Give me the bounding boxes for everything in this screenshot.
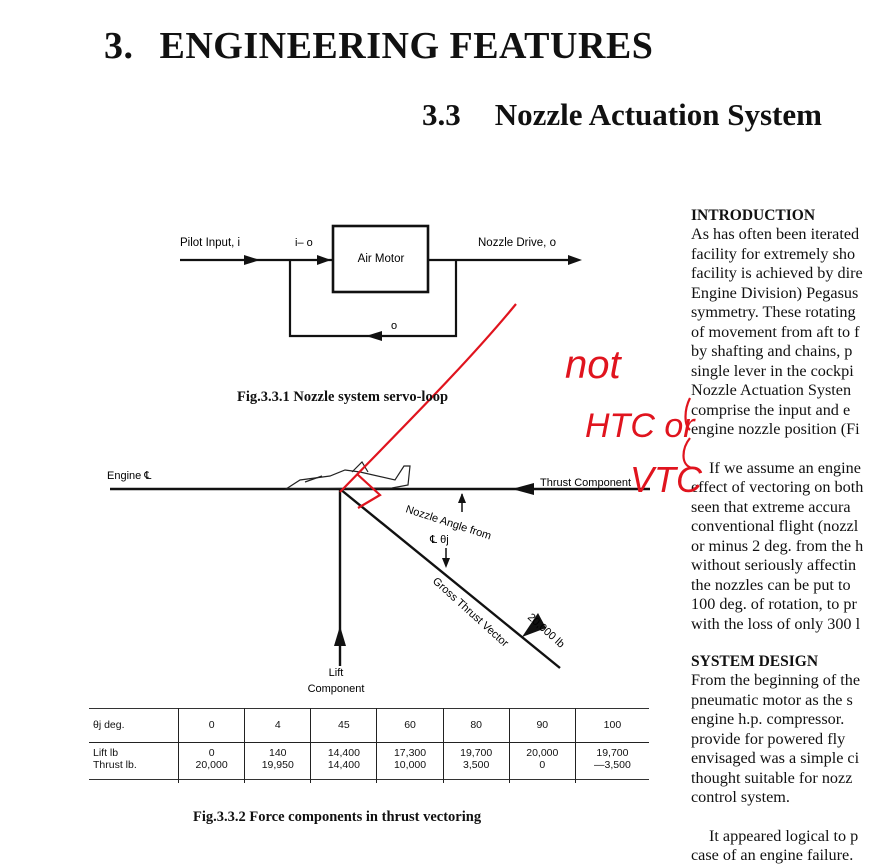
- text-line: with the loss of only 300 l: [691, 614, 861, 633]
- text-line: comprise the input and e: [691, 400, 851, 419]
- text-line: conventional flight (nozzl: [691, 517, 859, 536]
- text-line: by shafting and chains, p: [691, 342, 853, 361]
- table-cell: 14,400: [310, 759, 377, 783]
- text-line: facility is achieved by dire: [691, 264, 863, 283]
- table-cell: 14,400: [310, 742, 377, 759]
- text-line: engine nozzle position (Fi: [691, 419, 860, 438]
- text-line: 100 deg. of rotation, to pr: [691, 595, 857, 614]
- thrust-vector-diagram: [110, 487, 650, 669]
- pilot-input-label: Pilot Input, i: [180, 237, 240, 249]
- table-cell: 19,700: [574, 742, 649, 759]
- figure-1-caption: Fig.3.3.1 Nozzle system servo-loop: [237, 389, 449, 405]
- lift-label: Lift: [329, 667, 344, 679]
- introduction-heading: INTRODUCTION: [691, 207, 816, 224]
- text-line: pneumatic motor as the s: [691, 690, 853, 709]
- text-line: symmetry. These rotating: [691, 303, 856, 322]
- table-cell: Lift lb: [93, 747, 119, 759]
- table-cell: 19,700: [442, 742, 510, 759]
- table-cell: 80: [442, 708, 510, 743]
- error-label: i– o: [295, 237, 313, 249]
- chapter-title: ENGINEERING FEATURES: [159, 25, 654, 67]
- table-cell: 60: [376, 708, 444, 743]
- text-line: thought suitable for nozz: [691, 768, 853, 787]
- text-line: Engine Division) Pegasus: [691, 283, 859, 302]
- table-cell: 0: [508, 759, 576, 783]
- table-cell: 19,950: [244, 759, 311, 783]
- arrow-icon: [317, 255, 331, 265]
- servo-arrows: [244, 255, 582, 341]
- lift-label-2: Component: [308, 683, 365, 695]
- gross-thrust-label: Gross Thrust Vector: [430, 575, 511, 649]
- figure-2-caption: Fig.3.3.2 Force components in thrust vec…: [193, 809, 482, 825]
- thrust-component-label: Thrust Component: [540, 477, 631, 489]
- arrow-icon: [512, 483, 534, 495]
- annotation-vtc: VTC: [630, 459, 703, 500]
- section-title: Nozzle Actuation System: [494, 97, 822, 132]
- arrow-icon: [366, 331, 382, 341]
- table-cell: 10,000: [376, 759, 444, 783]
- arrow-icon: [244, 255, 260, 265]
- table-cell: 45: [310, 708, 377, 743]
- text-line: control system.: [691, 788, 790, 807]
- annotation-not: not: [565, 343, 622, 387]
- aircraft-icon: [283, 461, 411, 490]
- theta-label: ℄ θj: [429, 534, 449, 546]
- table-cell: 0: [178, 742, 245, 759]
- text-line: If we assume an engine: [709, 459, 861, 477]
- nozzle-drive-label: Nozzle Drive, o: [478, 237, 556, 249]
- text-line: engine h.p. compressor.: [691, 710, 845, 729]
- arrow-icon: [442, 558, 450, 568]
- text-line: the nozzles can be put to: [691, 575, 851, 594]
- text-line: From the beginning of the: [691, 671, 861, 690]
- feedback-label: o: [391, 320, 397, 332]
- table-cell: 100: [574, 708, 649, 743]
- table-cell: 90: [508, 708, 576, 743]
- table-cell: 4: [244, 708, 311, 743]
- table-cell: 20,000: [508, 742, 576, 759]
- table-cell: θj deg.: [89, 708, 179, 743]
- text-line: It appeared logical to p: [709, 827, 859, 845]
- arrow-icon: [458, 493, 466, 503]
- arrow-icon: [334, 626, 346, 646]
- arrow-icon: [568, 255, 582, 265]
- air-motor-label: Air Motor: [358, 253, 405, 265]
- annotation-htc-or: HTC or: [585, 407, 696, 445]
- table-cell: —3,500: [574, 759, 649, 783]
- text-line: facility for extremely sho: [691, 244, 856, 263]
- text-line: provide for powered fly: [691, 729, 846, 748]
- handwritten-annotation: [339, 303, 693, 509]
- text-line: Nozzle Actuation Systen: [691, 381, 852, 400]
- engine-centerline-label: Engine ℄: [107, 470, 151, 482]
- text-line: single lever in the cockpi: [691, 361, 854, 380]
- table-cell: Thrust lb.: [93, 759, 137, 771]
- table-cell: 140: [244, 742, 311, 759]
- text-line: envisaged was a simple ci: [691, 749, 860, 768]
- text-line: without seriously affectin: [691, 556, 857, 575]
- text-line: As has often been iterated: [691, 225, 860, 244]
- chapter-number: 3.: [104, 25, 134, 67]
- table-cell: 17,300: [376, 742, 444, 759]
- section-number: 3.3: [422, 97, 461, 132]
- text-line: seen that extreme accura: [691, 497, 851, 516]
- table-cell: 0: [178, 708, 245, 743]
- arrow-icon: [522, 613, 546, 637]
- text-line: or minus 2 deg. from the h: [691, 536, 864, 555]
- table-cell: 20,000: [178, 759, 245, 783]
- system-design-heading: SYSTEM DESIGN: [691, 653, 819, 670]
- section-heading: 3.3 Nozzle Actuation System: [422, 97, 822, 133]
- table-cell: 3,500: [442, 759, 510, 783]
- chapter-heading: 3. ENGINEERING FEATURES: [104, 24, 653, 68]
- text-line: of movement from aft to f: [691, 322, 860, 341]
- text-line: effect of vectoring on both: [691, 478, 864, 497]
- text-line: case of an engine failure.: [691, 846, 854, 865]
